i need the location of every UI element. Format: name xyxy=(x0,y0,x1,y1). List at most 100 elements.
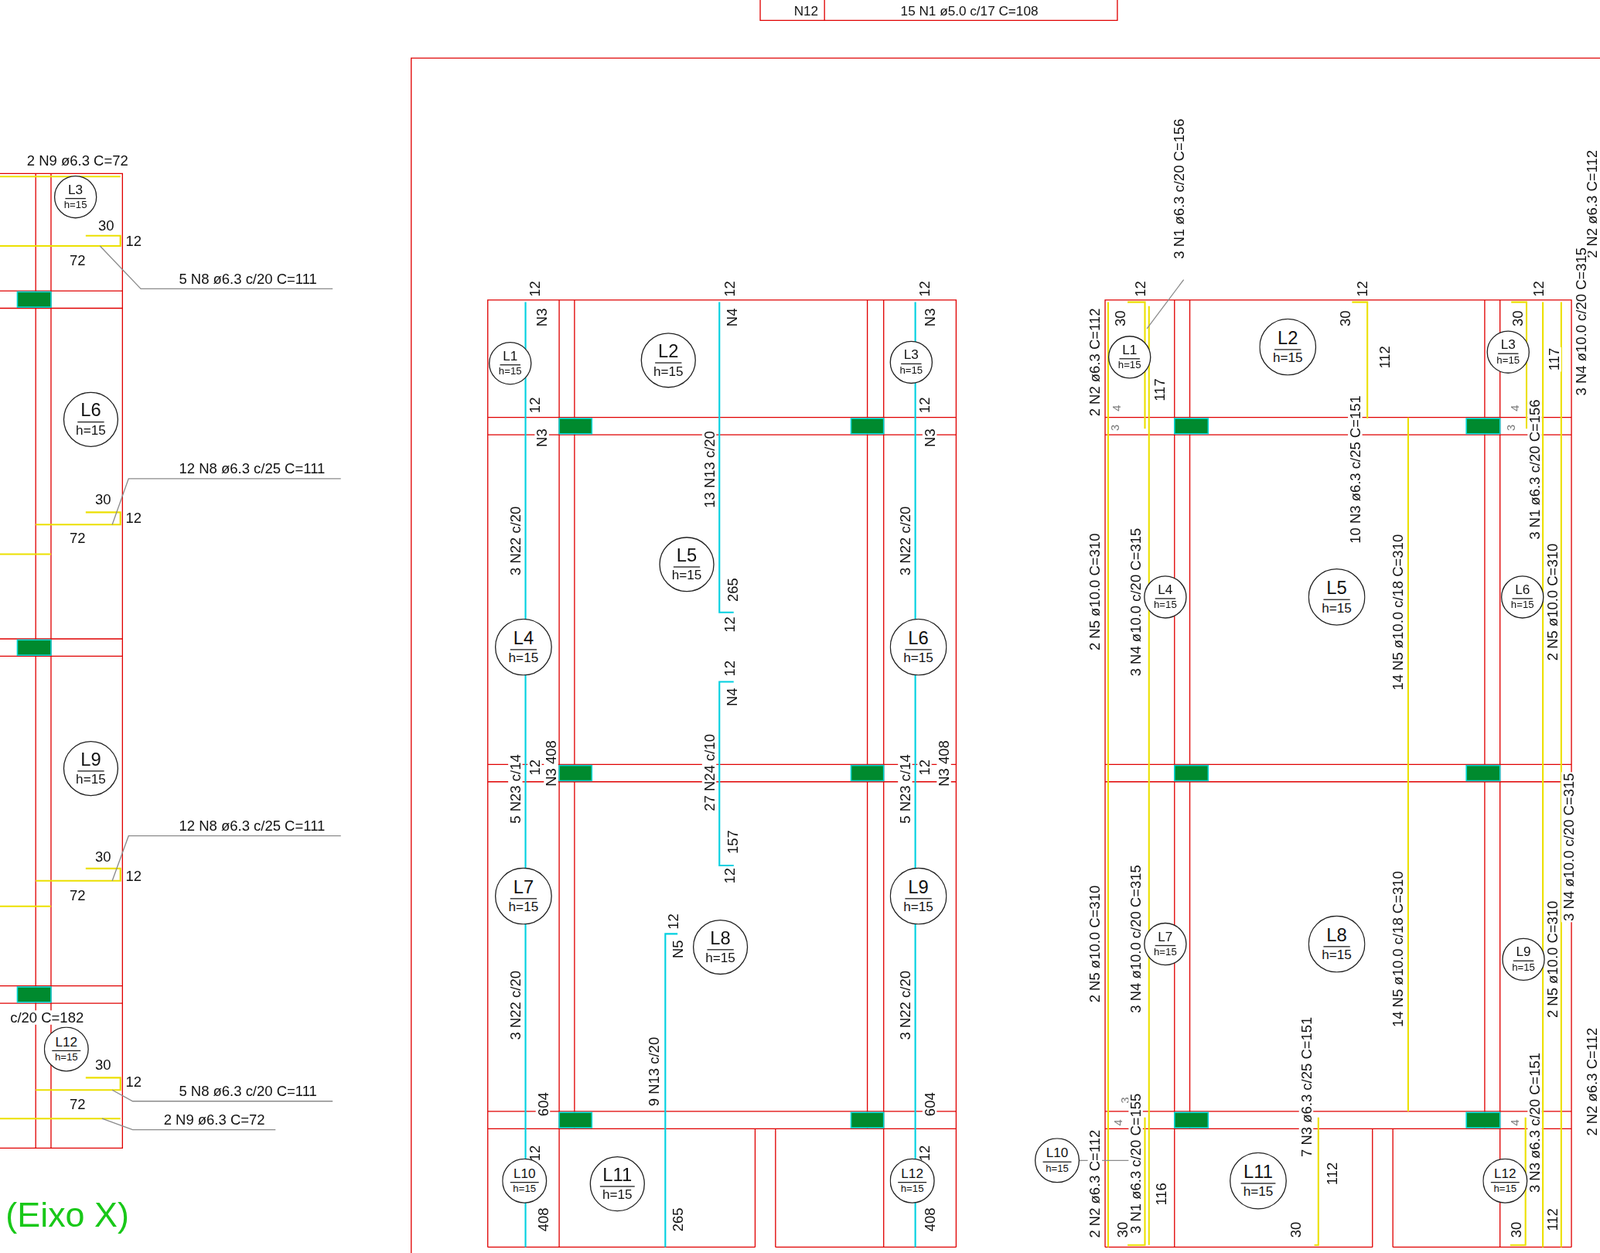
slab-name: L10 xyxy=(1043,1146,1072,1163)
slab-tag: L3h=15 xyxy=(1486,330,1531,375)
slab-thickness: h=15 xyxy=(73,771,108,787)
slab-tag: L10h=15 xyxy=(1034,1138,1080,1184)
slab-thickness: h=15 xyxy=(506,899,541,915)
slab-tag: L5h=15 xyxy=(658,536,714,592)
slab-thickness: h=15 xyxy=(52,1050,80,1063)
slab-tag: L2h=15 xyxy=(641,332,696,388)
slab-thickness: h=15 xyxy=(1510,961,1538,973)
rebar-callout: 27 N24 c/10 xyxy=(702,733,717,812)
slab-name: L11 xyxy=(1240,1162,1276,1184)
slab-name: L9 xyxy=(1513,944,1535,962)
rebar-callout: 14 N5 ø10.0 c/18 C=310 xyxy=(1391,532,1406,691)
slab-thickness: h=15 xyxy=(1494,354,1522,366)
rebar-callout: 3 N1 ø6.3 c/20 C=155 xyxy=(1128,1091,1143,1235)
slab-name: L10 xyxy=(510,1166,540,1184)
slab-tag: L4h=15 xyxy=(1143,575,1188,620)
rebar-callout: 2 N9 ø6.3 C=72 xyxy=(25,153,130,168)
rebar-callout: 30 xyxy=(1337,309,1352,328)
rebar-callout: 4 xyxy=(1509,403,1522,413)
slab-tag: L11h=15 xyxy=(590,1156,646,1212)
rebar-callout: 2 N2 ø6.3 C=112 xyxy=(1088,1128,1102,1239)
slab-thickness: h=15 xyxy=(669,567,704,583)
column-mark xyxy=(1466,418,1501,434)
slab-tag: L2h=15 xyxy=(1258,318,1317,376)
rebar-callout: N3 xyxy=(922,307,937,328)
rebar-callout: N12 xyxy=(792,4,819,18)
slab-thickness: h=15 xyxy=(1320,947,1355,963)
rebar-callout: 12 xyxy=(917,395,932,414)
rebar-callout: 112 xyxy=(1545,1207,1560,1232)
rebar-callout: 3 N4 ø10.0 c/20 C=315 xyxy=(1573,246,1588,397)
rebar-callout: 3 N1 ø6.3 c/20 C=156 xyxy=(1527,398,1542,541)
slab-name: L3 xyxy=(900,348,922,366)
leader-line xyxy=(112,835,342,881)
slab-name: L3 xyxy=(64,183,86,200)
rebar-callout: 3 N4 ø10.0 c/20 C=315 xyxy=(1561,771,1576,922)
rebar-callout: 12 N8 ø6.3 c/25 C=111 xyxy=(177,818,326,833)
slab-tag: L5h=15 xyxy=(1308,568,1366,626)
leader-lines xyxy=(99,245,1184,1160)
rebar-callout: 408 xyxy=(922,1206,937,1232)
column-mark xyxy=(1174,765,1209,782)
rebar-callout: 10 N3 ø6.3 c/25 C=151 xyxy=(1347,394,1362,545)
rebar-callout: 116 xyxy=(1153,1181,1168,1207)
slab-name: L12 xyxy=(897,1166,927,1184)
rebar-callout: 12 xyxy=(917,758,932,777)
rebar-callout: 12 xyxy=(1132,279,1147,298)
slab-tag: L4h=15 xyxy=(494,618,553,676)
column-mark xyxy=(559,765,592,782)
slab-tag: L3h=15 xyxy=(889,340,934,385)
column-mark xyxy=(559,418,592,434)
slab-thickness: h=15 xyxy=(61,198,89,211)
slab-name: L4 xyxy=(510,628,537,651)
slab-thickness: h=15 xyxy=(1508,599,1536,611)
slab-thickness: h=15 xyxy=(1115,359,1143,372)
rebar-callout: 2 N2 ø6.3 C=112 xyxy=(1088,307,1102,417)
column-mark xyxy=(1174,418,1209,434)
rebar-callout: N4 xyxy=(724,307,739,328)
rebar-callout: 2 N5 ø10.0 C=310 xyxy=(1088,532,1102,652)
sheet-frame xyxy=(411,57,1600,1253)
slab-tag: L12h=15 xyxy=(890,1158,935,1204)
rebar-callout: 12 xyxy=(666,912,681,931)
column-mark xyxy=(1466,1112,1501,1128)
rebar-callout: 12 xyxy=(722,866,737,885)
slab-name: L1 xyxy=(499,349,521,366)
slab-thickness: h=15 xyxy=(1270,350,1305,366)
rebar-callout: 3 xyxy=(1505,423,1518,433)
rebar-callout: 12 xyxy=(124,233,143,248)
slab-thickness: h=15 xyxy=(901,650,936,666)
slab-name: L6 xyxy=(904,628,932,651)
rebar-callout: 2 N2 ø6.3 C=112 xyxy=(1584,149,1599,260)
column-mark xyxy=(850,418,884,434)
table-grid xyxy=(760,0,1118,21)
rebar-callout: 30 xyxy=(94,1057,113,1072)
rebar-callout: 5 N23 c/14 xyxy=(508,753,522,825)
slab-tag: L9h=15 xyxy=(63,740,119,796)
rebar-callout: 12 xyxy=(124,1074,143,1089)
slab-tag: L7h=15 xyxy=(494,867,553,925)
rebar-callout: N5 xyxy=(670,938,685,959)
rebar-callout: 12 xyxy=(124,510,143,525)
rebar-callout: 72 xyxy=(68,1096,87,1111)
rebar-callout: 3 N4 ø10.0 c/20 C=315 xyxy=(1128,526,1143,677)
slab-tag: L12h=15 xyxy=(44,1026,89,1072)
rebar-callout: 12 xyxy=(722,279,737,298)
rebar-callout: 5 N8 ø6.3 c/20 C=111 xyxy=(177,271,318,286)
slab-tag: L6h=15 xyxy=(890,618,948,676)
rebar-callout: 604 xyxy=(535,1091,550,1117)
rebar-callout: 30 xyxy=(94,491,113,506)
rebar-callout: 2 N9 ø6.3 C=72 xyxy=(162,1112,267,1126)
rebar-callout: 12 xyxy=(722,615,737,634)
rebar-callout: 4 xyxy=(1509,1118,1522,1127)
slab-outline xyxy=(0,173,123,1148)
slab-thickness: h=15 xyxy=(703,950,738,966)
rebar-callout: 157 xyxy=(725,828,740,855)
axis-title: (Eixo X) xyxy=(4,1197,130,1232)
rebar-callout: 30 xyxy=(1510,309,1525,328)
rebar-callout: 12 xyxy=(1531,279,1546,298)
column-marks xyxy=(17,291,1500,1128)
rebar-callout: 15 N1 ø5.0 c/17 C=108 xyxy=(899,4,1039,18)
